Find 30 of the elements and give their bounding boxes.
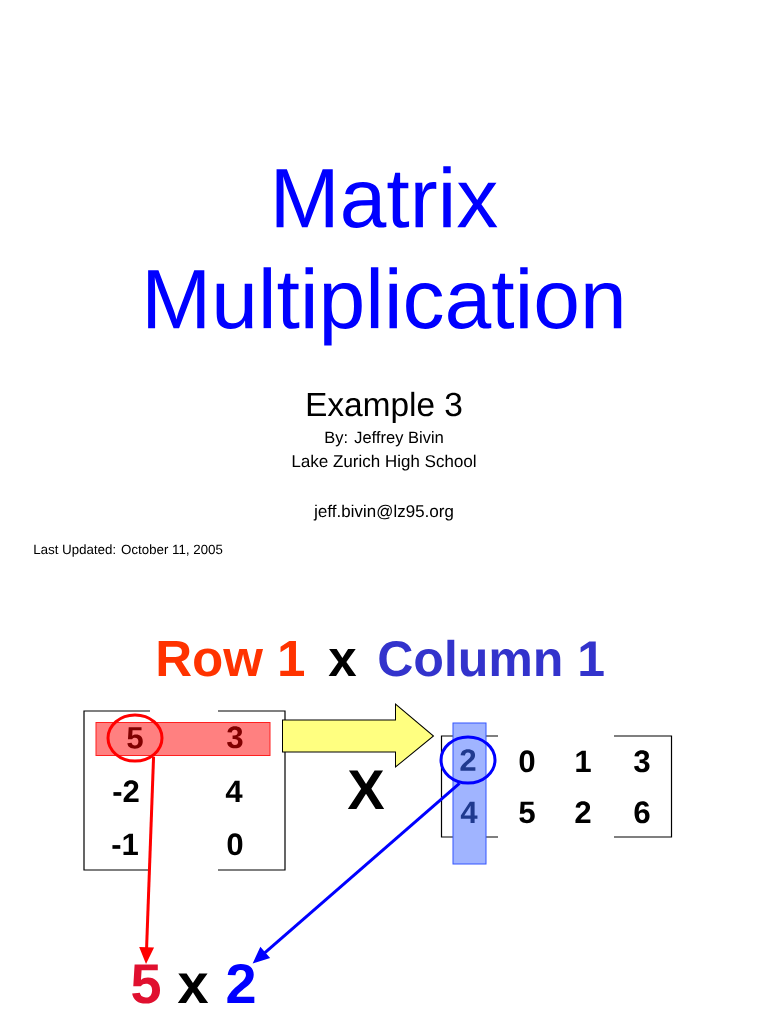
matrix-entry: 0 [519, 750, 535, 773]
matrix-entry: 3 [634, 750, 650, 773]
date-line: Last Updated: October 11, 2005 [34, 544, 223, 557]
matrix-entry: 5 [519, 801, 535, 824]
row-highlight [95, 722, 271, 756]
subtitle: Example 3 [307, 391, 462, 423]
matrix-entry: 0 [227, 833, 243, 856]
column-highlight [452, 722, 487, 865]
matrix-entry: 6 [634, 801, 650, 824]
block-arrow [282, 703, 434, 768]
circled-number: 2 [439, 735, 497, 785]
heading-text: Row 1 [158, 640, 304, 677]
matrix-entry: 4 [225, 780, 243, 802]
title: Matrix Multiplication [148, 166, 622, 346]
product-number: 5 [132, 964, 160, 1004]
matrix-entry: 1 [576, 750, 591, 772]
email-address: jeff.bivin@lz95.org [313, 504, 453, 521]
school-name: Lake Zurich High School [292, 454, 476, 471]
heading-text: x [328, 649, 357, 676]
product-number: 2 [227, 963, 255, 1003]
multiply-sign: x [177, 973, 209, 1003]
heading-text: Column 1 [379, 639, 604, 677]
circled-number: 5 [106, 713, 164, 763]
multiply-sign: X [347, 770, 385, 809]
matrix-entry: 4 [460, 801, 478, 823]
matrix-entry: -2 [113, 780, 139, 802]
matrix-entry: -1 [112, 833, 138, 855]
matrix-entry: 2 [575, 801, 591, 823]
matrix-entry: 3 [227, 726, 243, 749]
author-line: By: Jeffrey Bivin [325, 431, 443, 447]
